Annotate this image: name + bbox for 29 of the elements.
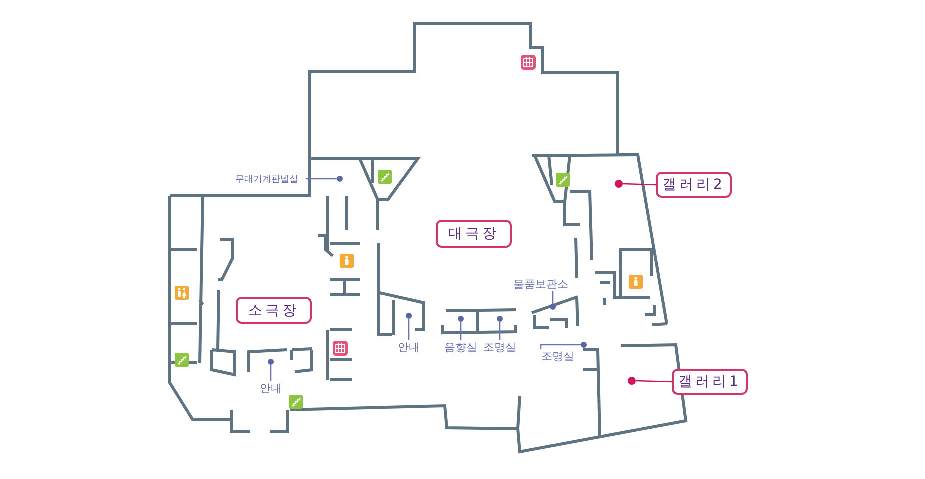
room-name: 안내	[258, 381, 284, 396]
location-dot	[615, 180, 623, 188]
leader-line	[408, 319, 410, 340]
room-label: 갤러리2	[656, 172, 732, 198]
room-name: 물품보관소	[512, 277, 570, 291]
location-dot	[406, 313, 412, 319]
leader-line	[270, 365, 272, 381]
location-dot	[337, 176, 343, 182]
room-name: 조명실	[538, 349, 578, 364]
room-label: 갤러리1	[672, 369, 748, 395]
location-dot	[581, 342, 587, 348]
room-name: 음향실	[441, 340, 481, 355]
room-name: 안내	[396, 340, 422, 355]
room-name: 무대기계판넬실	[228, 172, 306, 186]
leader-line	[460, 322, 462, 340]
leader-line	[306, 178, 337, 180]
location-dot	[628, 377, 636, 385]
leader-line	[552, 291, 554, 304]
location-dot	[458, 316, 464, 322]
location-dot	[550, 304, 556, 310]
room-name: 조명실	[480, 340, 520, 355]
location-dot	[268, 359, 274, 365]
room-label: 대극장	[436, 220, 512, 248]
leader-line	[499, 322, 501, 340]
leader-line	[636, 380, 672, 383]
leader-line	[540, 344, 581, 349]
location-dot	[497, 316, 503, 322]
room-label: 소극장	[236, 297, 312, 324]
leader-line	[622, 183, 656, 186]
